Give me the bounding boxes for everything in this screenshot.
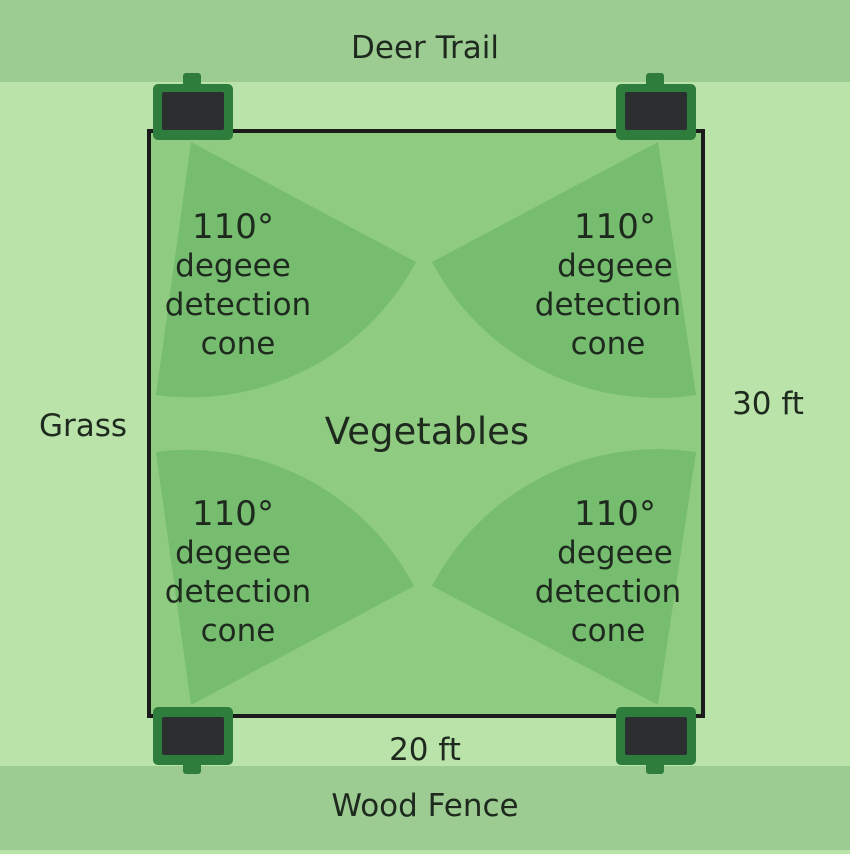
- cone-line-text: degeee: [557, 248, 673, 284]
- deer-trail-label: Deer Trail: [351, 30, 499, 66]
- cone-label-bottom-left: 110° degeee detection cone: [165, 494, 311, 649]
- detection-cone-top-left: [156, 142, 416, 398]
- cone-line-text: degeee: [175, 248, 291, 284]
- deer-trail-band: [0, 0, 850, 82]
- solar-panel-icon: [162, 717, 224, 755]
- cone-line-text: detection: [535, 287, 681, 323]
- cone-angle-text: 110°: [192, 207, 274, 247]
- cone-angle-text: 110°: [574, 494, 656, 534]
- sensor-top-right: [616, 73, 696, 140]
- sensor-mount: [646, 73, 664, 87]
- cone-line-text: detection: [535, 574, 681, 610]
- sensor-top-left: [153, 73, 233, 140]
- cone-label-top-right: 110° degeee detection cone: [535, 207, 681, 362]
- cone-line-text: cone: [201, 326, 276, 362]
- sensor-bottom-left: [153, 707, 233, 774]
- solar-panel-icon: [625, 92, 687, 130]
- cone-line-text: detection: [165, 574, 311, 610]
- cone-line-text: cone: [571, 326, 646, 362]
- wood-fence-band: [0, 766, 850, 850]
- cone-line-text: degeee: [175, 535, 291, 571]
- cone-label-bottom-right: 110° degeee detection cone: [535, 494, 681, 649]
- cone-line-text: cone: [201, 613, 276, 649]
- wood-fence-label: Wood Fence: [331, 788, 518, 824]
- solar-panel-icon: [162, 92, 224, 130]
- grass-label: Grass: [39, 408, 127, 444]
- cone-line-text: degeee: [557, 535, 673, 571]
- height-dimension-label: 30 ft: [732, 386, 804, 422]
- sensor-mount: [183, 73, 201, 87]
- cone-label-top-left: 110° degeee detection cone: [165, 207, 311, 362]
- vegetables-label: Vegetables: [325, 410, 529, 453]
- width-dimension-label: 20 ft: [389, 732, 461, 768]
- detection-cone-bottom-left: [156, 449, 414, 705]
- cone-angle-text: 110°: [574, 207, 656, 247]
- detection-cone-bottom-right: [432, 449, 696, 705]
- detection-cone-top-right: [432, 142, 696, 398]
- solar-panel-icon: [625, 717, 687, 755]
- garden-plot-outline: [147, 129, 705, 718]
- cone-angle-text: 110°: [192, 494, 274, 534]
- cone-line-text: cone: [571, 613, 646, 649]
- cone-line-text: detection: [165, 287, 311, 323]
- sensor-bottom-right: [616, 707, 696, 774]
